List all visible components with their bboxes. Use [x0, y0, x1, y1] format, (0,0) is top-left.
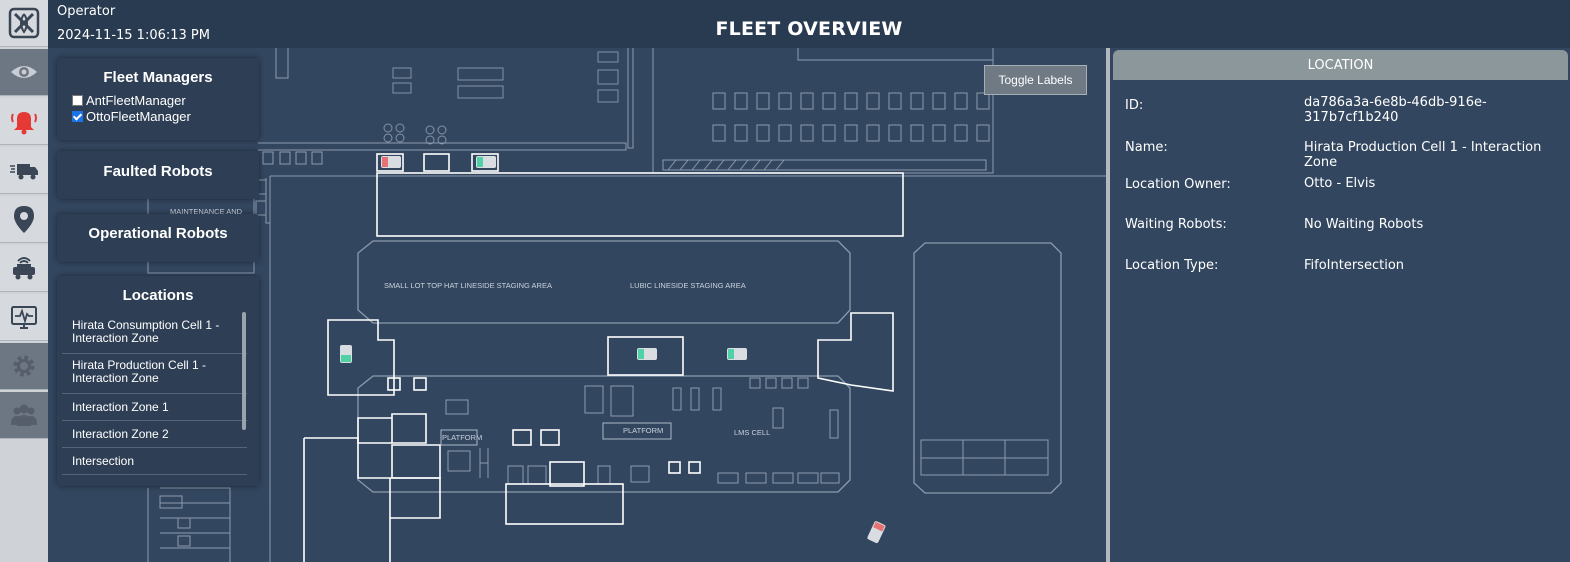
detail-value-id: da786a3a-6e8b-46db-916e-317b7cf1b240 [1304, 95, 1487, 125]
fleet-manager-otto-checkbox[interactable]: OttoFleetManager [57, 108, 259, 124]
monitor-pulse-icon [11, 306, 37, 329]
label-lms-cell: LMS CELL [734, 428, 770, 437]
detail-label-owner: Location Owner: [1125, 177, 1231, 192]
location-item[interactable]: Intersection [62, 448, 247, 475]
nav-users[interactable] [0, 392, 48, 439]
location-item[interactable]: Interaction Zone 1 [62, 394, 247, 421]
details-header: LOCATION [1113, 50, 1568, 80]
detail-label-id: ID: [1125, 98, 1144, 113]
top-header: Operator 2024-11-15 1:06:13 PM FLEET OVE… [48, 0, 1570, 48]
truck-icon [10, 164, 38, 180]
eye-icon [11, 66, 37, 78]
locations-list[interactable]: Hirata Consumption Cell 1 - Interaction … [62, 314, 247, 482]
detail-value-name: Hirata Production Cell 1 - Interaction Z… [1304, 140, 1542, 170]
detail-label-name: Name: [1125, 140, 1168, 155]
robot-marker[interactable] [727, 348, 747, 360]
label-small-lot: SMALL LOT TOP HAT LINESIDE STAGING AREA [384, 281, 552, 290]
detail-value-owner: Otto - Elvis [1304, 176, 1376, 191]
fleet-managers-title: Fleet Managers [103, 69, 213, 86]
detail-label-waiting: Waiting Robots: [1125, 217, 1227, 232]
operational-robots-title: Operational Robots [88, 225, 228, 242]
checkbox-checked[interactable] [72, 110, 83, 122]
nav-robots[interactable] [0, 245, 48, 292]
fleet-managers-panel: Fleet Managers AntFleetManager OttoFleet… [57, 58, 259, 140]
fleet-manager-label: AntFleetManager [86, 92, 186, 108]
faulted-robots-title: Faulted Robots [103, 163, 213, 180]
location-item[interactable]: Interaction Zone 2 [62, 421, 247, 448]
label-maintenance: MAINTENANCE AND [170, 207, 243, 216]
label-platform-1: PLATFORM [442, 433, 482, 442]
location-details-panel: LOCATION ID: da786a3a-6e8b-46db-916e-317… [1106, 48, 1570, 562]
detail-label-type: Location Type: [1125, 258, 1219, 273]
floorplan-drawing: MAINTENANCE AND SMALL LOT TOP HAT LINESI… [147, 48, 1106, 562]
locations-scrollbar[interactable] [242, 312, 246, 430]
timestamp: 2024-11-15 1:06:13 PM [57, 28, 210, 43]
fleet-manager-ant-checkbox[interactable]: AntFleetManager [57, 92, 259, 108]
robot-marker[interactable] [867, 520, 886, 544]
locations-title: Locations [122, 287, 194, 304]
robot-marker[interactable] [340, 345, 352, 363]
logo-icon [8, 7, 40, 39]
robot-marker[interactable] [637, 348, 657, 360]
page-title: FLEET OVERVIEW [715, 18, 903, 40]
icon-nav-bar [0, 0, 48, 562]
nav-alarms[interactable] [0, 98, 48, 145]
nav-vehicles[interactable] [0, 147, 48, 194]
detail-value-waiting: No Waiting Robots [1304, 217, 1424, 232]
robot-marker[interactable] [476, 156, 496, 168]
toggle-labels-button[interactable]: Toggle Labels [984, 65, 1087, 95]
alarm-bell-icon [11, 112, 37, 135]
users-icon [11, 404, 37, 426]
nav-overview[interactable] [0, 49, 48, 96]
fleet-manager-label: OttoFleetManager [86, 108, 191, 124]
operational-robots-panel[interactable]: Operational Robots [57, 214, 259, 262]
label-lubic: LUBIC LINESIDE STAGING AREA [630, 281, 746, 290]
nav-monitoring[interactable] [0, 294, 48, 341]
detail-value-type: FifoIntersection [1304, 258, 1405, 273]
gear-icon [13, 355, 35, 377]
label-platform-2: PLATFORM [623, 426, 663, 435]
robot-marker[interactable] [381, 156, 401, 168]
user-role: Operator [57, 4, 116, 19]
faulted-robots-panel[interactable]: Faulted Robots [57, 151, 259, 199]
app-logo[interactable] [0, 0, 48, 47]
location-item[interactable]: Hirata Consumption Cell 1 - Interaction … [62, 314, 247, 354]
robot-vehicle-icon [13, 257, 35, 280]
map-pin-icon [14, 206, 34, 233]
nav-locations[interactable] [0, 196, 48, 243]
nav-settings[interactable] [0, 343, 48, 390]
location-item[interactable]: Hirata Production Cell 1 - Interaction Z… [62, 354, 247, 394]
checkbox-unchecked[interactable] [72, 94, 83, 106]
locations-panel: Locations Hirata Consumption Cell 1 - In… [57, 276, 259, 486]
